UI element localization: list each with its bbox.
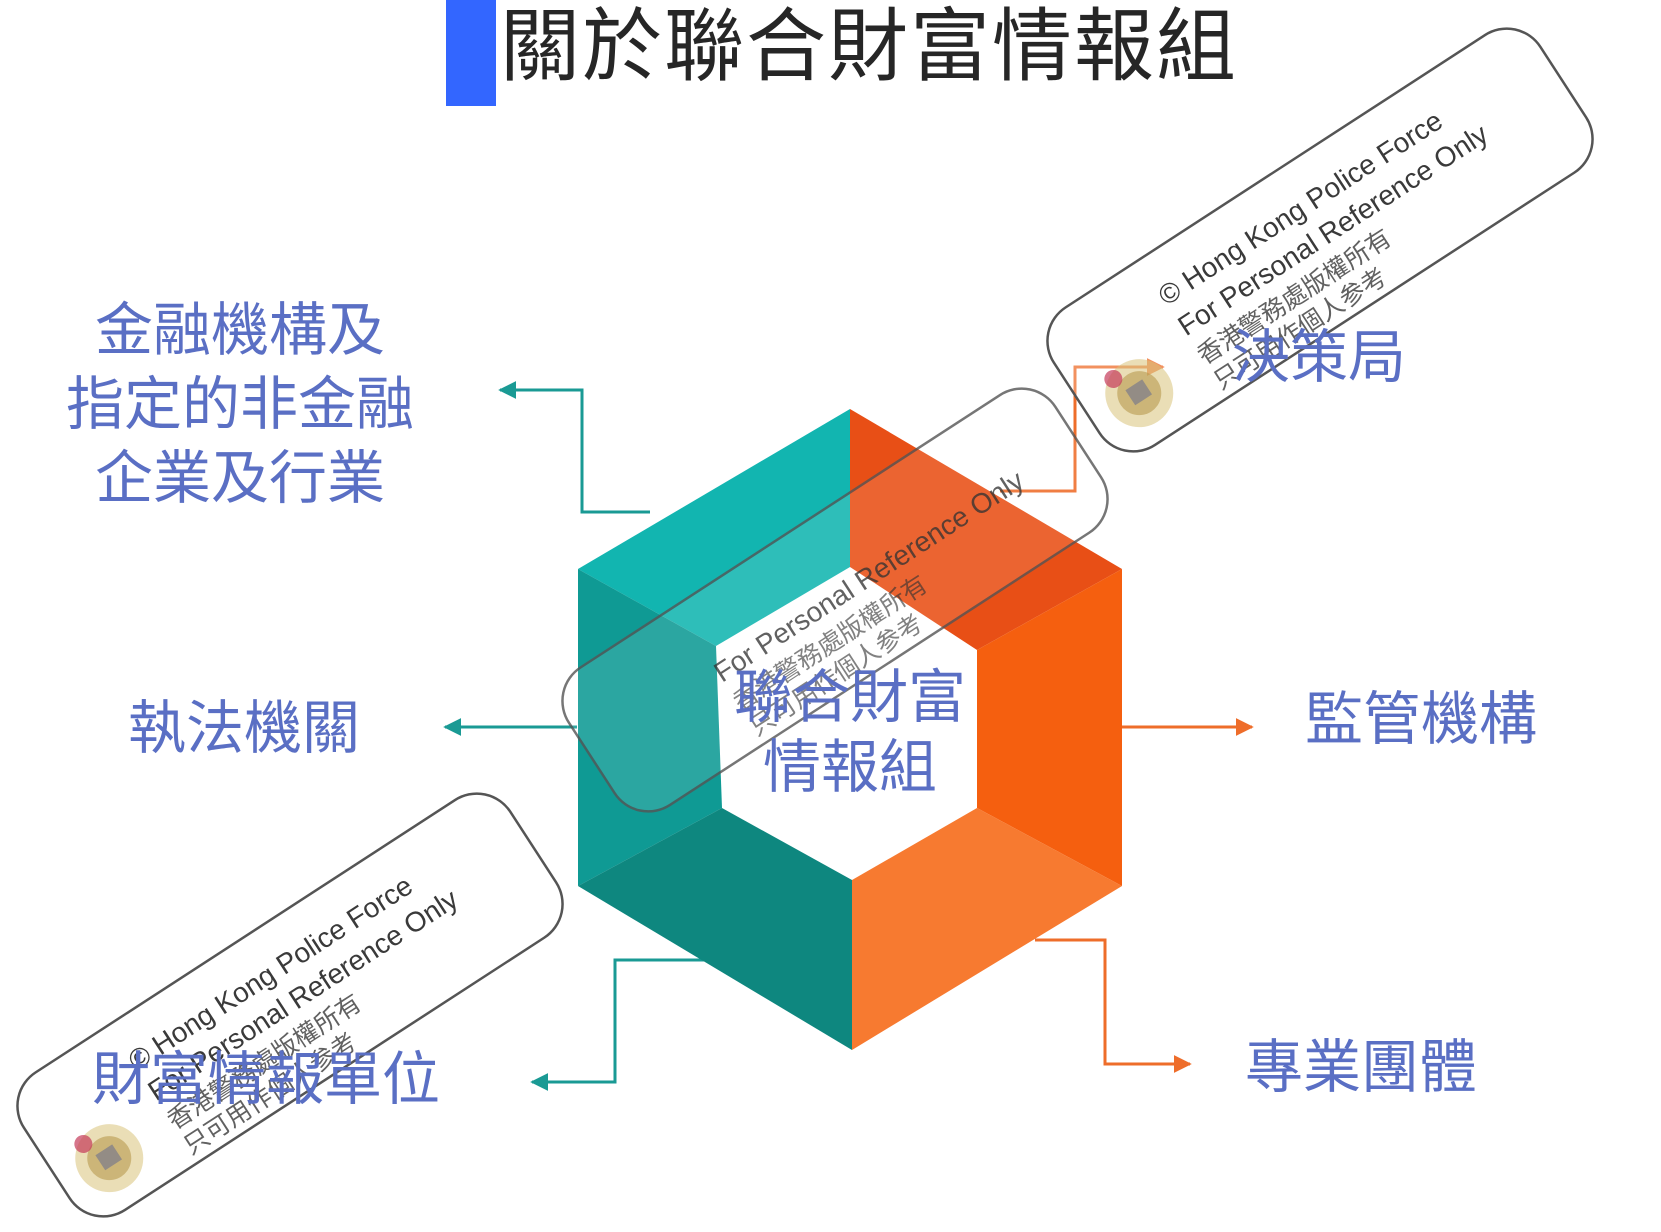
node-fi-line2: 指定的非金融 — [65, 370, 414, 438]
connector-prof — [1035, 938, 1192, 1073]
node-policy-bureaux: 決策局 — [1232, 320, 1406, 394]
node-financial-institutions: 金融機構及 指定的非金融 企業及行業 — [40, 293, 440, 515]
watermark-stamp-top-right: © Hong Kong Police Force For Personal Re… — [1046, 27, 1594, 453]
watermark-stamp-bottom-left: © Hong Kong Police Force For Personal Re… — [16, 792, 564, 1218]
node-enforcement-agencies: 執法機關 — [128, 691, 360, 765]
node-regulators: 監管機構 — [1305, 682, 1537, 756]
node-professional-bodies: 專業團體 — [1245, 1030, 1477, 1104]
node-fi-line1: 金融機構及 — [94, 296, 385, 364]
title-accent-bar — [446, 0, 496, 106]
hex-segment-teal-bottom — [578, 808, 852, 1050]
connector-fiu — [530, 958, 705, 1091]
node-policy-line1: 決策局 — [1232, 323, 1407, 391]
page-title: 關於聯合財富情報組 — [500, 0, 1238, 93]
connector-fi — [498, 381, 650, 514]
center-label-line1: 聯合財富 — [733, 663, 966, 731]
hex-segment-orange-top — [850, 409, 1122, 650]
hex-segment-orange-bottom — [852, 808, 1122, 1050]
node-enforce-line1: 執法機關 — [128, 694, 361, 762]
center-label-line2: 情報組 — [762, 733, 937, 801]
node-fiu-line1: 財富情報單位 — [92, 1045, 441, 1113]
node-regulator-line1: 監管機構 — [1305, 685, 1538, 753]
center-label: 聯合財富 情報組 — [700, 662, 1000, 802]
node-financial-intelligence-unit: 財富情報單位 — [92, 1042, 440, 1116]
node-fi-line3: 企業及行業 — [94, 444, 385, 512]
hex-segment-teal-top — [578, 409, 850, 646]
node-prof-line1: 專業團體 — [1245, 1033, 1478, 1101]
hex-segment-orange-right — [977, 569, 1122, 886]
hex-segment-teal-left — [578, 569, 722, 886]
